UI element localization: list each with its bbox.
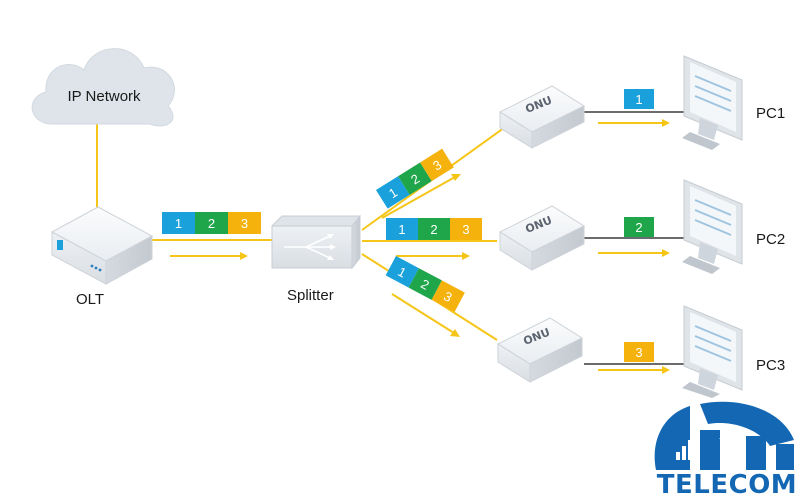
packet-pc2: 2 (624, 217, 654, 237)
packet-2-text: 2 (635, 220, 642, 235)
packet-group-onu3: 1 2 3 (385, 256, 465, 313)
splitter-label: Splitter (287, 287, 334, 304)
pc-monitor-3 (682, 305, 743, 398)
packet-3-text: 3 (462, 222, 469, 237)
arrow-splitter-onu2 (396, 252, 470, 260)
arrow-onu2-pc2 (598, 249, 670, 257)
pc3-label: PC3 (756, 357, 786, 374)
brand-name: TELECOM (656, 470, 798, 500)
packet-1-box (162, 212, 195, 234)
olt-device (50, 206, 154, 285)
olt-indicator-icon (57, 240, 63, 250)
splitter-device (271, 214, 361, 270)
onu-device-2: ONU (498, 205, 586, 271)
pc1-label: PC1 (756, 105, 786, 122)
pc-monitor-2 (682, 179, 743, 274)
packet-pc1: 1 (624, 89, 654, 109)
packet-1-text: 1 (175, 216, 182, 231)
packet-2-text: 2 (430, 222, 437, 237)
star-icon (719, 430, 741, 451)
arrow-onu3-pc3 (598, 366, 670, 374)
arrow-splitter-onu1 (381, 174, 461, 219)
packet-group-trunk: 1 2 3 (162, 212, 261, 234)
cloud-label: IP Network (67, 88, 141, 105)
ip-network-cloud: IP Network (31, 48, 175, 127)
cloud-icon (31, 48, 175, 127)
packet-3-box (228, 212, 261, 234)
pc-monitor-1 (682, 55, 743, 150)
pc2-label: PC2 (756, 231, 786, 248)
packet-group-onu2: 1 2 3 (386, 218, 482, 240)
packet-2-text: 2 (208, 216, 215, 231)
onu-device-3: ONU (496, 317, 584, 383)
arrow-splitter-onu3 (391, 293, 460, 337)
onu-device-1: ONU (498, 85, 586, 149)
packet-pc3: 3 (624, 342, 654, 362)
ethernet-cables (584, 111, 700, 365)
packet-group-onu1: 1 2 3 (376, 148, 454, 209)
arrow-onu1-pc1 (598, 119, 670, 127)
arrow-olt-splitter (170, 252, 248, 260)
olt-label: OLT (76, 291, 105, 308)
packet-3-text: 3 (635, 345, 642, 360)
packet-1-text: 1 (398, 222, 405, 237)
packet-1-text: 1 (635, 92, 642, 107)
packet-3-text: 3 (241, 216, 248, 231)
direction-arrows (170, 119, 670, 374)
brand-logo-icon (654, 401, 794, 470)
splitter-arrows-icon (284, 234, 336, 260)
packet-2-box (195, 212, 228, 234)
